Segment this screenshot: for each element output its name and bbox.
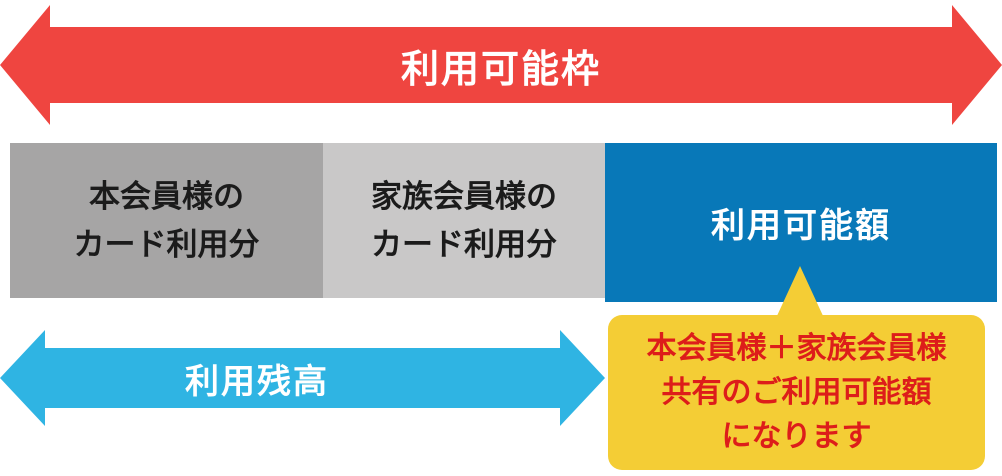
double-arrow-shape xyxy=(0,330,605,426)
available-limit-arrow xyxy=(0,5,1002,125)
usage-balance-arrow xyxy=(0,330,605,426)
callout-line3: になります xyxy=(721,419,872,453)
double-arrow-shape xyxy=(0,5,1002,125)
available-amount-label: 利用可能額 xyxy=(711,207,891,245)
callout-pointer-triangle xyxy=(776,266,824,318)
callout-line2: 共有のご利用可能額 xyxy=(661,375,932,409)
family-member-usage-line2: カード利用分 xyxy=(371,226,557,262)
main-member-usage-line1: 本会員様の xyxy=(89,178,244,214)
family-member-usage-box: 家族会員様の カード利用分 xyxy=(323,143,605,298)
callout-line1: 本会員様＋家族会員様 xyxy=(646,331,947,365)
available-limit-label: 利用可能枠 xyxy=(400,48,601,91)
shared-limit-callout: 本会員様＋家族会員様 共有のご利用可能額 になります xyxy=(608,315,985,470)
family-member-usage-line1: 家族会員様の xyxy=(371,178,557,214)
main-member-usage-box: 本会員様の カード利用分 xyxy=(10,143,323,298)
main-member-usage-line2: カード利用分 xyxy=(73,226,260,262)
usage-balance-label: 利用残高 xyxy=(185,362,329,401)
available-amount-box: 利用可能額 xyxy=(605,143,997,302)
